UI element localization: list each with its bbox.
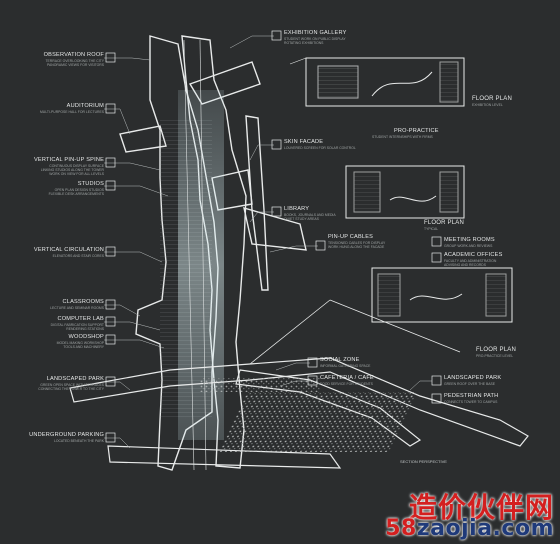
- tower-floor-lines: [160, 39, 224, 471]
- label-social-zone: SOCIAL ZONE: [320, 357, 360, 363]
- spine-icon: [105, 157, 116, 168]
- label-auditorium: AUDITORIUM: [66, 103, 104, 109]
- sub-classrooms-1: LECTURE AND SEMINAR ROOMS: [50, 306, 104, 310]
- park-icon: [105, 376, 116, 387]
- park-right-icon: [431, 375, 442, 386]
- watermark-site: zaojia.com: [416, 516, 554, 541]
- label-vertical-circulation: VERTICAL CIRCULATION: [33, 247, 104, 253]
- sub-offices-2: ADVISING AND RECORDS: [444, 263, 487, 267]
- social-icon: [307, 357, 318, 368]
- leader-lines: [104, 35, 432, 449]
- sub-auditorium-1: MULTI-PURPOSE HALL FOR LECTURES: [39, 110, 104, 114]
- sub-offices-1: FACULTY AND ADMINISTRATION: [444, 259, 497, 263]
- floor-plan-1-title: FLOOR PLAN: [472, 96, 513, 102]
- sub-woodshop-1: MODEL MAKING WORKSHOP: [56, 341, 104, 345]
- label-computer-lab: COMPUTER LAB: [57, 316, 104, 322]
- floor-plan-1-sub: EXHIBITION LEVEL: [472, 103, 503, 107]
- computer-icon: [105, 316, 116, 327]
- label-vertical-pinup-spine: VERTICAL PIN-UP SPINE: [34, 157, 104, 163]
- sub-spine-1: CONTINUOUS DISPLAY SURFACE: [49, 164, 104, 168]
- facade-icon: [271, 139, 282, 150]
- sub-social-1: INFORMAL GATHERING SPACE: [320, 364, 371, 368]
- floor-plan-3-title: FLOOR PLAN: [476, 347, 517, 353]
- label-library: LIBRARY: [284, 206, 310, 212]
- sub-park-left-2: CONNECTING THE TOWER TO THE CITY: [38, 387, 104, 391]
- label-studios: STUDIOS: [77, 181, 104, 187]
- sub-pedestrian-1: CONNECTS TOWER TO CAMPUS: [444, 400, 498, 404]
- floor-plan-exhibition: [289, 57, 465, 107]
- gallery-icon: [271, 30, 282, 41]
- sub-gallery-1: STUDENT WORK ON PUBLIC DISPLAY: [284, 37, 346, 41]
- studio-icon: [105, 180, 116, 191]
- cables-icon: [315, 240, 326, 251]
- floor-plan-2-title: FLOOR PLAN: [424, 220, 465, 226]
- auditorium-icon: [105, 103, 116, 114]
- pedestrian-icon: [431, 393, 442, 404]
- sub-computer-lab-1: DIGITAL FABRICATION SUPPORT: [50, 323, 104, 327]
- sub-park-right-1: GREEN ROOF OVER THE BASE: [444, 382, 495, 386]
- sub-spine-2: LINKING STUDIOS ALONG THE TOWER: [40, 168, 104, 172]
- sub-studios-1: OPEN PLAN DESIGN STUDIOS: [54, 188, 104, 192]
- classroom-icon: [105, 299, 116, 310]
- sub-park-left-1: GREEN OPEN SPACE WITH TERRACES: [40, 383, 104, 387]
- sub-studios-2: FLEXIBLE DESK ARRANGEMENTS: [48, 192, 104, 196]
- landscaped-ramp: [69, 357, 529, 447]
- sub-cafe-1: FOOD SERVICE FOR STUDENTS: [320, 382, 373, 386]
- sub-cables-1: TENSIONED CABLES FOR DISPLAY: [328, 241, 386, 245]
- library-icon: [271, 206, 282, 217]
- watermark-number: 58: [385, 516, 417, 541]
- label-cafeteria: CAFETERIA / CAFE: [320, 375, 374, 381]
- label-classrooms: CLASSROOMS: [62, 299, 104, 305]
- label-skin-facade: SKIN FACADE: [284, 139, 324, 145]
- sub-circulation-1: ELEVATORS AND STAIR CORES: [52, 254, 104, 258]
- label-landscaped-park-right: LANDSCAPED PARK: [444, 375, 502, 381]
- plaza-crowd: [219, 392, 418, 452]
- sub-library-2: QUIET STUDY AREAS: [284, 217, 319, 221]
- sub-woodshop-2: TOOLS AND MACHINERY: [63, 345, 104, 349]
- meeting-icon: [431, 236, 442, 247]
- label-pinup-cables: PIN-UP CABLES: [328, 234, 374, 240]
- sub-meeting-1: GROUP WORK AND REVIEWS: [444, 244, 493, 248]
- label-meeting-rooms: MEETING ROOMS: [444, 237, 495, 243]
- sub-observation-roof-1: TERRACE OVERLOOKING THE CITY: [45, 59, 104, 63]
- label-landscaped-park-left: LANDSCAPED PARK: [46, 376, 104, 382]
- watermark-domain: 58zaojia.com: [385, 516, 554, 541]
- observation-icon: [105, 52, 116, 63]
- floor-plan-2-sub: TYPICAL: [424, 227, 439, 231]
- sub-facade-1: LOUVERED SCREEN FOR SOLAR CONTROL: [284, 146, 356, 150]
- label-underground-parking: UNDERGROUND PARKING: [29, 432, 104, 438]
- floor-plan-typical: [345, 165, 465, 219]
- cafe-icon: [307, 375, 318, 386]
- label-pedestrian-path: PEDESTRIAN PATH: [444, 393, 499, 399]
- icon-boxes: [105, 30, 442, 443]
- floor-plan-3-sub: PRO-PRACTICE LEVEL: [476, 354, 514, 358]
- label-exhibition-gallery: EXHIBITION GALLERY: [284, 30, 347, 36]
- section-label: SECTION PERSPECTIVE: [400, 459, 447, 464]
- auditorium-cantilever: [119, 125, 167, 153]
- woodshop-icon: [105, 334, 116, 345]
- library-cantilever: [243, 207, 307, 251]
- label-observation-roof: OBSERVATION ROOF: [43, 52, 104, 58]
- sub-parking-1: LOCATED BENEATH THE PARK: [53, 439, 104, 443]
- label-pro-practice: PRO-PRACTICE: [394, 128, 439, 134]
- parking-icon: [105, 432, 116, 443]
- sub-pro-practice-1: STUDENT INTERNSHIPS WITH FIRMS: [372, 135, 433, 139]
- elevator-icon: [105, 246, 116, 257]
- sub-observation-roof-2: PANORAMIC VIEWS FOR VISITORS: [47, 63, 104, 67]
- label-woodshop: WOODSHOP: [68, 334, 104, 340]
- floor-plan-pro-practice: [371, 267, 513, 323]
- sub-spine-3: WORK ON VIEW FOR ALL LEVELS: [49, 172, 104, 176]
- skin-facade-wing: [245, 115, 269, 291]
- label-academic-offices: ACADEMIC OFFICES: [444, 252, 503, 258]
- sub-library-1: BOOKS, JOURNALS AND MEDIA: [284, 213, 336, 217]
- sub-computer-lab-2: RENDERING STATIONS: [66, 327, 104, 331]
- ramp-crowd: [200, 378, 320, 392]
- sub-cables-2: WORK HUNG ALONG THE FACADE: [328, 245, 385, 249]
- watermark-chinese: 造价伙伴网: [408, 491, 554, 524]
- sub-gallery-2: ROTATING EXHIBITIONS: [284, 41, 324, 45]
- offices-icon: [431, 252, 442, 263]
